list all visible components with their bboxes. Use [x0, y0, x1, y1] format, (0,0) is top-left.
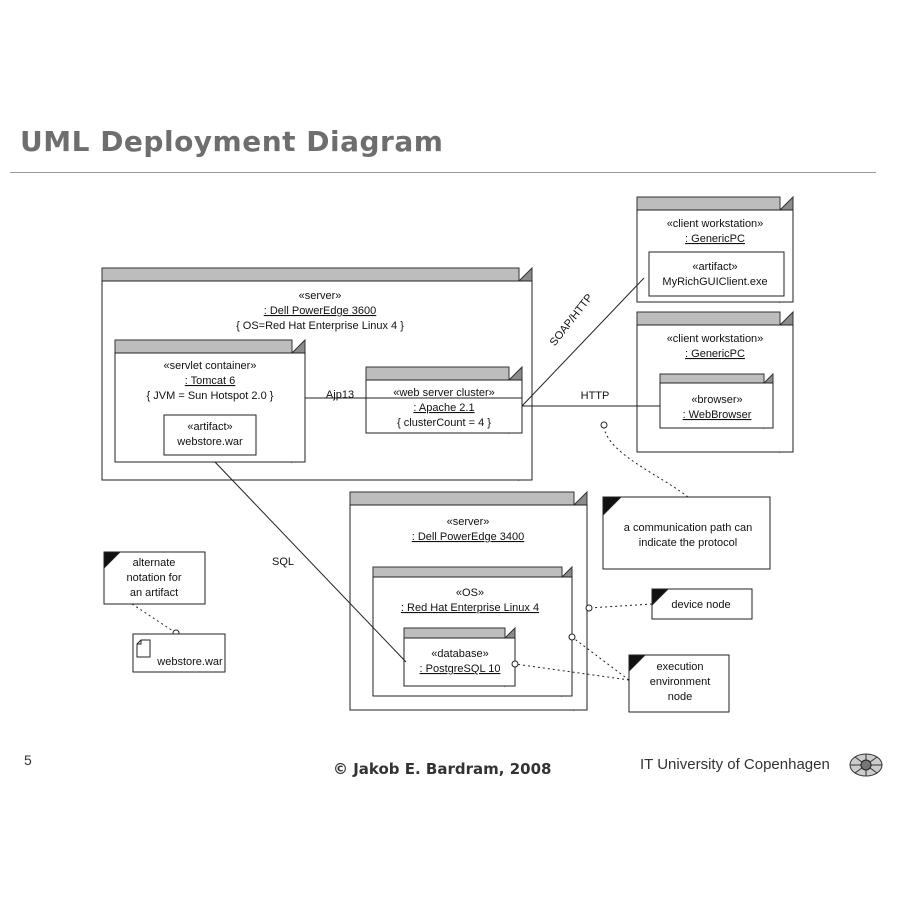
browser-stereotype: «browser»	[691, 394, 742, 406]
note-device-node-text: device node	[671, 599, 730, 611]
path-label-ajp13: Ajp13	[326, 389, 354, 401]
path-label-http: HTTP	[581, 390, 610, 402]
note-communication-path	[600, 421, 771, 570]
os-name: : Red Hat Enterprise Linux 4	[401, 602, 539, 614]
browser-name: : WebBrowser	[683, 409, 752, 421]
servlet-artifact-name: webstore.war	[176, 436, 243, 448]
cluster-stereotype: «web server cluster»	[393, 387, 495, 399]
node-web-cluster	[365, 365, 523, 435]
server3400-stereotype: «server»	[447, 516, 490, 528]
node-client-workstation-2	[636, 310, 794, 454]
page-title: UML Deployment Diagram	[20, 125, 444, 158]
path-label-sql: SQL	[272, 556, 294, 568]
artifact-webstore-war	[163, 414, 257, 456]
note-comm-line2: indicate the protocol	[639, 537, 737, 549]
note-exec-line3: node	[668, 691, 692, 703]
copyright-text: © Jakob E. Bardram, 2008	[333, 760, 552, 778]
node-database	[403, 626, 516, 688]
server3600-tag: { OS=Red Hat Enterprise Linux 4 }	[236, 320, 404, 332]
artifact-icon-label: webstore.war	[156, 656, 223, 668]
client1-stereotype: «client workstation»	[667, 218, 764, 230]
database-stereotype: «database»	[431, 648, 489, 660]
note-alt-line2: notation for	[126, 572, 181, 584]
note-exec-line1: execution	[656, 661, 703, 673]
servlet-tag: { JVM = Sun Hotspot 2.0 }	[147, 390, 274, 402]
university-logo-icon	[849, 753, 883, 777]
client1-artifact-stereotype: «artifact»	[692, 261, 737, 273]
path-label-soap: SOAP/HTTP	[548, 292, 596, 349]
cluster-tag: { clusterCount = 4 }	[397, 417, 491, 429]
cluster-name: : Apache 2.1	[413, 402, 474, 414]
artifact-rich-client	[648, 251, 785, 297]
client2-stereotype: «client workstation»	[667, 333, 764, 345]
servlet-name: : Tomcat 6	[185, 375, 236, 387]
page-number: 5	[24, 752, 32, 768]
note-execution-environment	[511, 633, 730, 713]
artifact-icon-box	[132, 633, 226, 673]
server3600-name: : Dell PowerEdge 3600	[264, 305, 377, 317]
university-name: IT University of Copenhagen	[640, 756, 830, 773]
note-alt-line1: alternate	[133, 557, 176, 569]
note-alt-line3: an artifact	[130, 587, 178, 599]
client1-name: : GenericPC	[685, 233, 745, 245]
client2-name: : GenericPC	[685, 348, 745, 360]
servlet-artifact-stereotype: «artifact»	[187, 421, 232, 433]
note-device-node	[585, 588, 753, 620]
title-divider	[10, 172, 876, 173]
node-servlet-container	[114, 338, 306, 464]
note-exec-line2: environment	[650, 676, 711, 688]
client1-artifact-name: MyRichGUIClient.exe	[662, 276, 767, 288]
server3400-name: : Dell PowerEdge 3400	[412, 531, 525, 543]
note-comm-line1: a communication path can	[624, 522, 752, 534]
path-sql	[214, 461, 407, 663]
path-soap-http	[521, 277, 645, 407]
node-client-workstation-1	[636, 195, 794, 304]
os-stereotype: «OS»	[456, 587, 484, 599]
database-name: : PostgreSQL 10	[420, 663, 501, 675]
server3600-stereotype: «server»	[299, 290, 342, 302]
servlet-stereotype: «servlet container»	[164, 360, 257, 372]
